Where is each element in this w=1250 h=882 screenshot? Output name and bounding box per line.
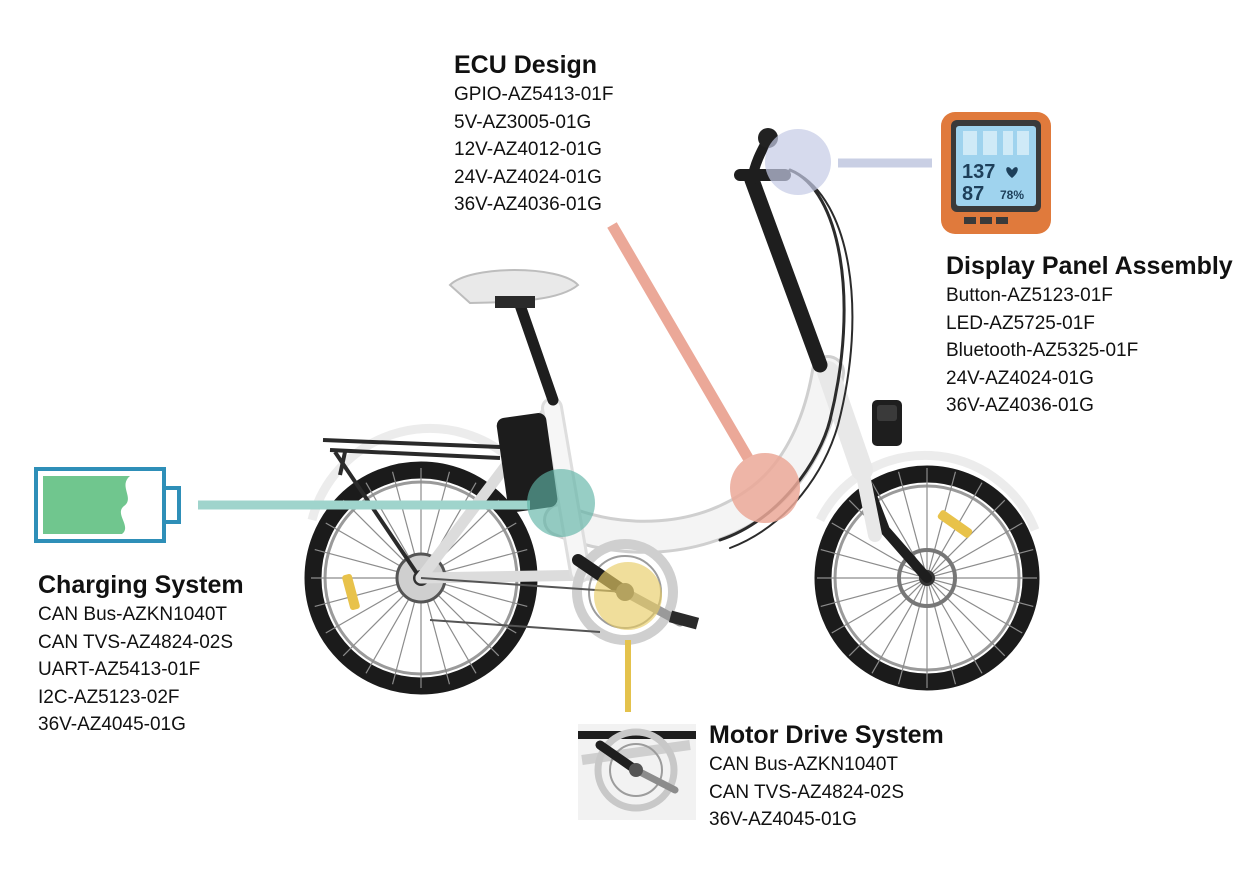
motor-part: 36V-AZ4045-01G <box>709 809 857 830</box>
heart-icon <box>1006 167 1018 178</box>
motor-highlight <box>594 562 662 630</box>
charging-highlight <box>527 469 595 537</box>
rear-rack <box>322 438 501 580</box>
ecu-label-block: ECU Design GPIO-AZ5413-01F 5V-AZ3005-01G… <box>454 49 613 219</box>
ecu-part: 24V-AZ4024-01G <box>454 166 602 188</box>
motor-title: Motor Drive System <box>709 721 944 749</box>
ecu-connector-line <box>607 222 753 461</box>
display-percent: 78% <box>1000 188 1024 202</box>
ecu-title: ECU Design <box>454 51 598 79</box>
ecu-part: 5V-AZ3005-01G <box>454 111 592 133</box>
charging-part: I2C-AZ5123-02F <box>38 686 180 708</box>
headlight <box>872 400 902 446</box>
ecu-part: GPIO-AZ5413-01F <box>454 84 614 105</box>
display-panel-part: Bluetooth-AZ5325-01F <box>946 340 1139 361</box>
display-panel-part: Button-AZ5123-01F <box>946 285 1113 306</box>
motor-part: CAN Bus-AZKN1040T <box>709 754 899 775</box>
motor-label-block: Motor Drive System CAN Bus-AZKN1040T CAN… <box>709 719 944 834</box>
charging-part: 36V-AZ4045-01G <box>38 714 186 735</box>
display-panel-title: Display Panel Assembly <box>946 252 1233 280</box>
display-panel-part: LED-AZ5725-01F <box>946 312 1095 334</box>
charging-part: CAN TVS-AZ4824-02S <box>38 631 234 653</box>
battery-icon <box>34 467 181 543</box>
display-value-bottom: 87 <box>962 183 984 205</box>
ecu-highlight <box>730 453 800 523</box>
saddle <box>448 269 580 406</box>
motor-part: CAN TVS-AZ4824-02S <box>709 781 905 803</box>
motor-crank-thumbnail <box>578 724 696 820</box>
display-panel-part: 36V-AZ4036-01G <box>946 395 1094 416</box>
charging-part: UART-AZ5413-01F <box>38 659 201 680</box>
smart-display-icon: 137 87 78% <box>941 112 1051 234</box>
charging-label-block: Charging System CAN Bus-AZKN1040T CAN TV… <box>38 569 244 739</box>
display-value-top: 137 <box>962 161 995 183</box>
display-panel-label-block: Display Panel Assembly Button-AZ5123-01F… <box>946 250 1233 420</box>
charging-part: CAN Bus-AZKN1040T <box>38 604 228 625</box>
ecu-part: 36V-AZ4036-01G <box>454 194 602 215</box>
front-mudguard <box>815 450 1040 532</box>
display-highlight <box>765 129 831 195</box>
display-panel-part: 24V-AZ4024-01G <box>946 367 1094 389</box>
ecu-part: 12V-AZ4012-01G <box>454 139 602 160</box>
charging-title: Charging System <box>38 571 244 599</box>
